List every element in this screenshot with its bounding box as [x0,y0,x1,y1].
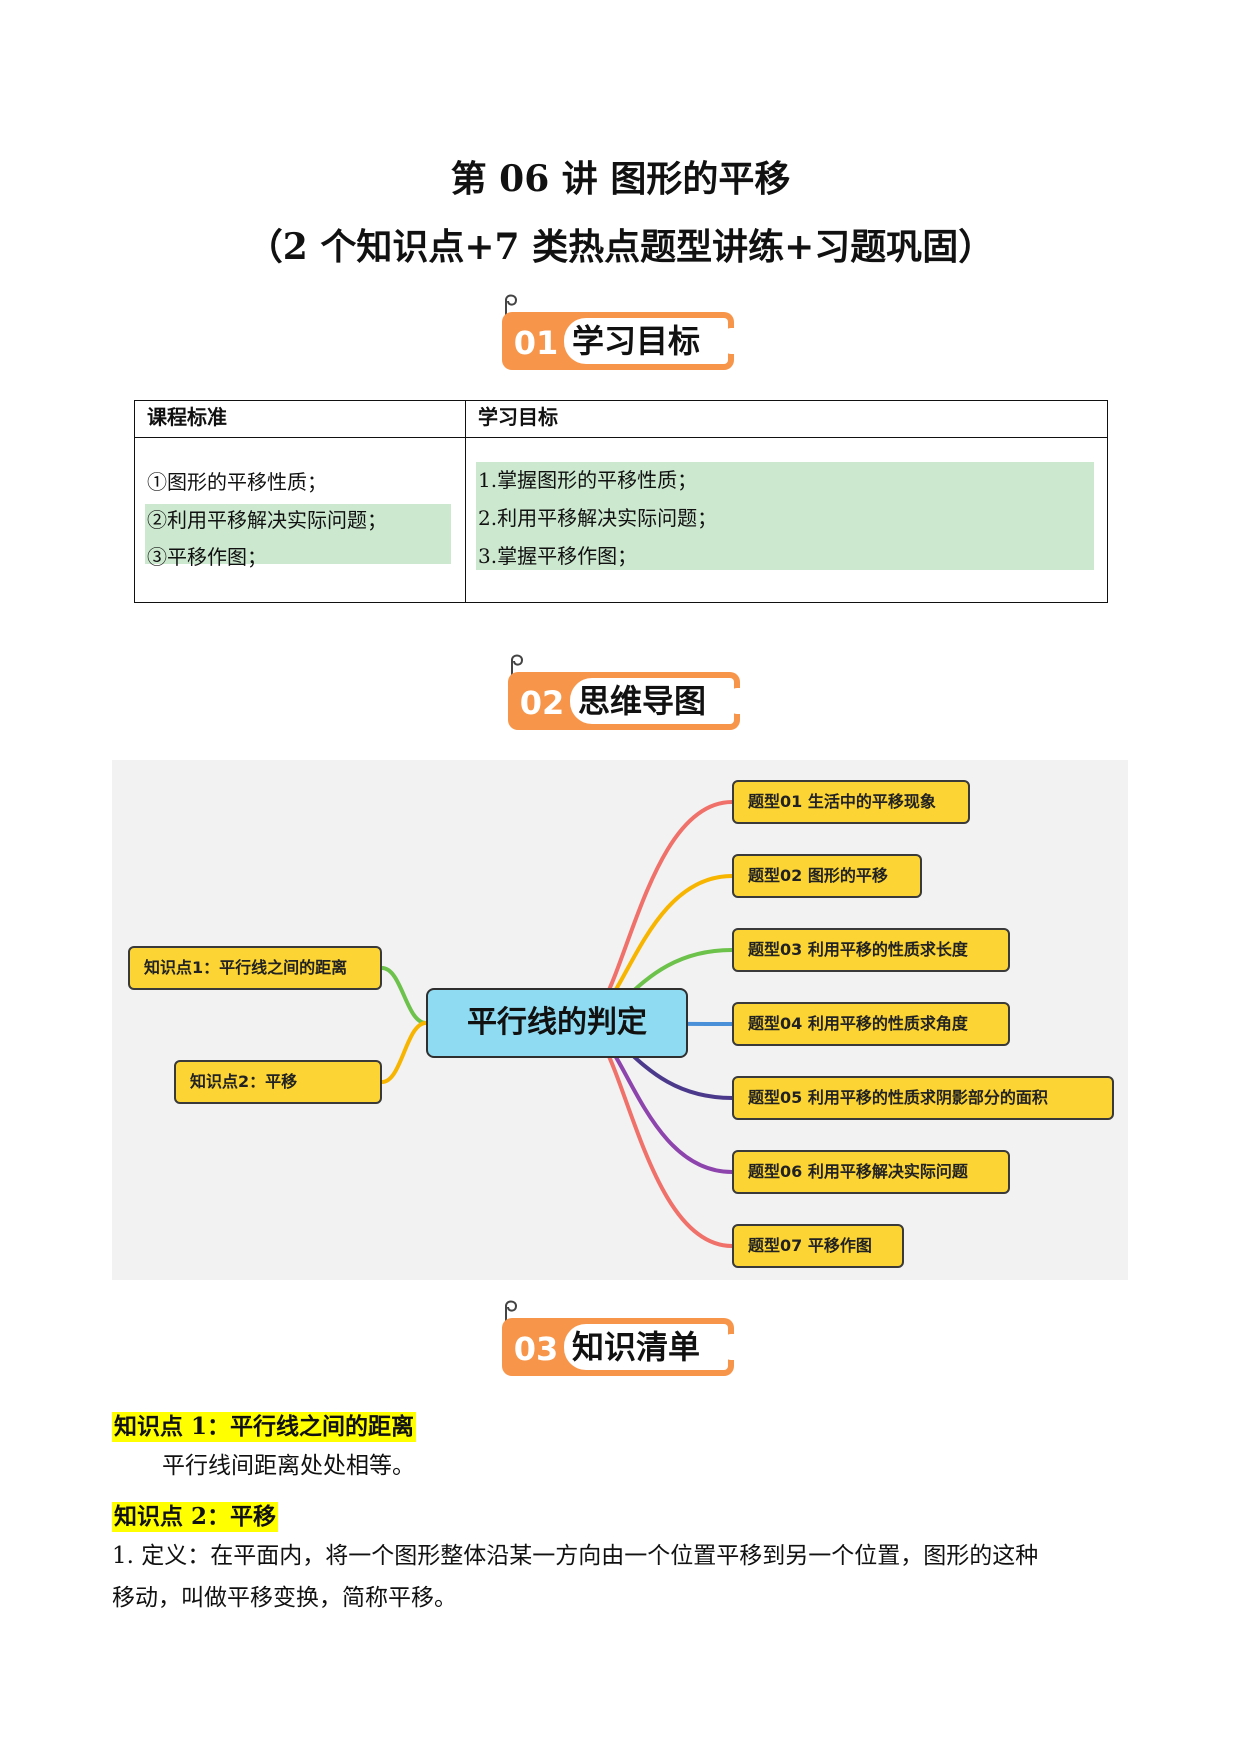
objectives-cell: 1.掌握图形的平移性质； 2.利用平移解决实际问题； 3.掌握平移作图； [465,437,1108,603]
section-badge-02: 02 思维导图 [504,652,744,742]
mind-map-branch-left-2 [380,1021,428,1084]
goals-table: 课程标准 学习目标 ①图形的平移性质； ②利用平移解决实际问题； ③平移作图； … [134,400,1108,603]
mind-map-node-type-07: 题型07 平移作图 [732,1224,904,1268]
clip-icon [511,654,524,680]
highlight [145,504,451,564]
mind-map-node-type-05: 题型05 利用平移的性质求阴影部分的面积 [732,1076,1114,1120]
badge-notch [730,688,744,714]
section-number: 01 [513,324,559,362]
section-number: 02 [519,684,565,722]
objective-item: 3.掌握平移作图； [478,544,638,568]
header-standards: 课程标准 [134,400,466,438]
standard-item: ③平移作图； [147,545,267,569]
section-label: 思维导图 [578,682,707,720]
clip-icon [505,1300,518,1326]
mind-map: 知识点1：平行线之间的距离 知识点2：平移 平行线的判定 题型01 生活中的平移… [112,760,1128,1280]
page-title: 第 06 讲 图形的平移 [450,158,791,200]
mind-map-branch-left-1 [380,966,428,1025]
knowledge-point-1-body: 平行线间距离处处相等。 [162,1453,415,1479]
standard-item: ①图形的平移性质； [147,470,327,494]
objective-item: 2.利用平移解决实际问题； [478,506,718,530]
section-number: 03 [513,1330,559,1368]
section-label: 知识清单 [572,1328,701,1366]
badge-label-box [570,678,734,724]
badge-notch [724,1334,738,1360]
badge-notch [724,328,738,354]
header-objectives: 学习目标 [465,400,1108,438]
standards-cell: ①图形的平移性质； ②利用平移解决实际问题； ③平移作图； [134,437,466,603]
mind-map-node-type-06: 题型06 利用平移解决实际问题 [732,1150,1010,1194]
highlight [476,462,1094,570]
knowledge-point-2-body-line1: 1. 定义：在平面内，将一个图形整体沿某一方向由一个位置平移到另一个位置，图形的… [112,1543,1039,1569]
mind-map-node-type-01: 题型01 生活中的平移现象 [732,780,970,824]
badge-label-box [564,1324,728,1370]
standard-item: ②利用平移解决实际问题； [147,508,387,532]
mind-map-node-type-02: 题型02 图形的平移 [732,854,922,898]
mind-map-center: 平行线的判定 [426,988,688,1058]
badge-label-box [564,318,728,364]
section-badge-03: 03 知识清单 [498,1298,738,1388]
knowledge-point-2-body-line2: 移动，叫做平移变换，简称平移。 [112,1585,457,1611]
mind-map-node-type-04: 题型04 利用平移的性质求角度 [732,1002,1010,1046]
section-badge-01: 01 学习目标 [498,292,738,382]
knowledge-point-1-title: 知识点 1：平行线之间的距离 [112,1412,417,1442]
knowledge-point-2-title: 知识点 2：平移 [112,1502,279,1532]
mind-map-node-type-03: 题型03 利用平移的性质求长度 [732,928,1010,972]
section-label: 学习目标 [572,322,701,360]
page-subtitle: （2 个知识点+7 类热点题型讲练+习题巩固） [246,226,995,268]
clip-icon [505,294,518,320]
mind-map-node-left-1: 知识点1：平行线之间的距离 [128,946,382,990]
mind-map-node-left-2: 知识点2：平移 [174,1060,382,1104]
objective-item: 1.掌握图形的平移性质； [478,468,698,492]
